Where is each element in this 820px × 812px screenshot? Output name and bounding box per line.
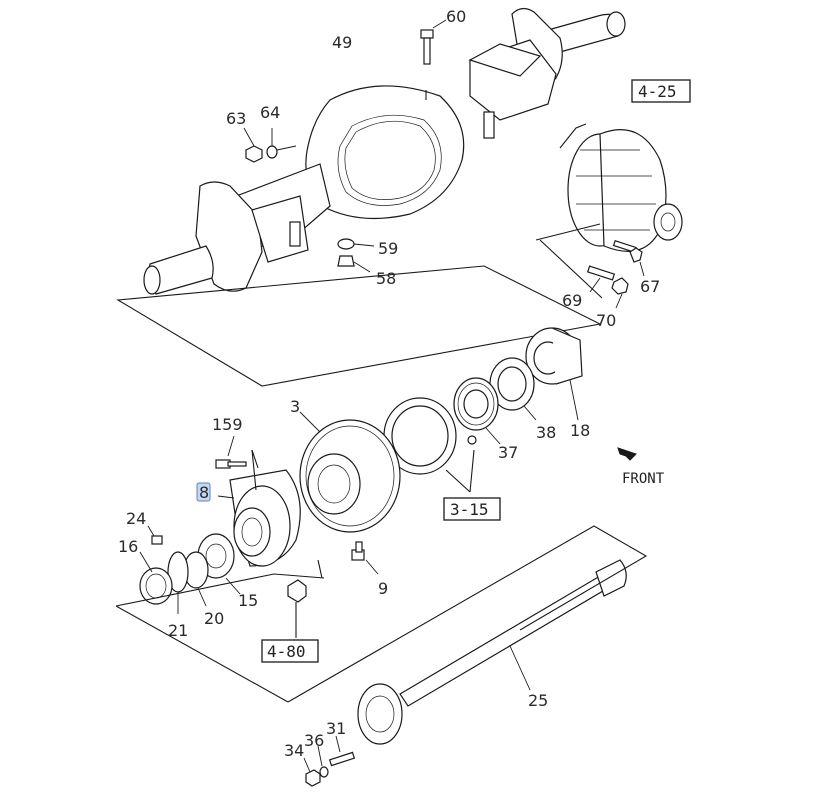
hub-8[interactable] [215, 435, 301, 567]
callout-16[interactable]: 16 [118, 537, 138, 556]
ref-3-15[interactable]: 3-15 [443, 497, 501, 521]
callout-24[interactable]: 24 [126, 509, 146, 528]
brake-disc-3[interactable] [299, 411, 401, 533]
callout-34[interactable]: 34 [284, 741, 304, 760]
callout-8: 8 [199, 483, 209, 502]
callout-59[interactable]: 59 [378, 239, 398, 258]
callout-9[interactable]: 9 [378, 579, 388, 598]
vent-bolt-60[interactable] [420, 19, 447, 65]
front-label: FRONT [622, 471, 665, 487]
nut-63-washer-64[interactable] [243, 127, 297, 163]
arrow-icon [617, 447, 637, 461]
bearing-37[interactable] [453, 377, 501, 445]
stud-31-washer-36-nut-34[interactable] [303, 735, 356, 787]
abs-ring-3-15[interactable] [383, 397, 477, 493]
callout-60[interactable]: 60 [446, 7, 466, 26]
callout-38[interactable]: 38 [536, 423, 556, 442]
callout-18[interactable]: 18 [570, 421, 590, 440]
stud-69-nut-70-bolt-67[interactable] [586, 239, 645, 309]
callout-25[interactable]: 25 [528, 691, 548, 710]
callout-15[interactable]: 15 [238, 591, 258, 610]
bolt-24[interactable] [147, 525, 163, 545]
callout-21[interactable]: 21 [168, 621, 188, 640]
callout-49[interactable]: 49 [332, 33, 352, 52]
plug-59-58[interactable] [337, 238, 375, 273]
seal-18[interactable] [525, 327, 583, 421]
axle-housing[interactable] [143, 7, 626, 295]
seal-16[interactable] [139, 551, 173, 605]
callout-58[interactable]: 58 [376, 269, 396, 288]
callout-64[interactable]: 64 [260, 103, 280, 122]
callout-69[interactable]: 69 [562, 291, 582, 310]
callout-70[interactable]: 70 [596, 311, 616, 330]
callout-63[interactable]: 63 [226, 109, 246, 128]
callout-159[interactable]: 159 [212, 415, 243, 434]
front-direction-indicator: FRONT [617, 447, 665, 487]
svg-text:4-80: 4-80 [267, 642, 306, 661]
ref-4-80[interactable]: 4-80 [261, 639, 319, 663]
callout-37[interactable]: 37 [498, 443, 518, 462]
callout-31[interactable]: 31 [326, 719, 346, 738]
ref-4-25[interactable]: 4-25 [631, 79, 691, 103]
callout-8-highlight[interactable]: 8 [196, 482, 211, 502]
svg-text:4-25: 4-25 [638, 82, 677, 101]
lock-plate-21[interactable] [167, 551, 189, 614]
shaft-group-frame [287, 525, 648, 703]
callout-3[interactable]: 3 [290, 397, 300, 416]
callout-67[interactable]: 67 [640, 277, 660, 296]
upper-group-frame [116, 265, 602, 387]
hub-group-frame [115, 573, 325, 607]
hub-nut-4-80[interactable] [287, 579, 307, 638]
differential-carrier[interactable] [559, 123, 683, 252]
axle-shaft-25[interactable] [357, 559, 627, 745]
callout-20[interactable]: 20 [204, 609, 224, 628]
callout-36[interactable]: 36 [304, 731, 324, 750]
svg-text:3-15: 3-15 [450, 500, 489, 519]
bolt-9[interactable] [351, 541, 379, 575]
